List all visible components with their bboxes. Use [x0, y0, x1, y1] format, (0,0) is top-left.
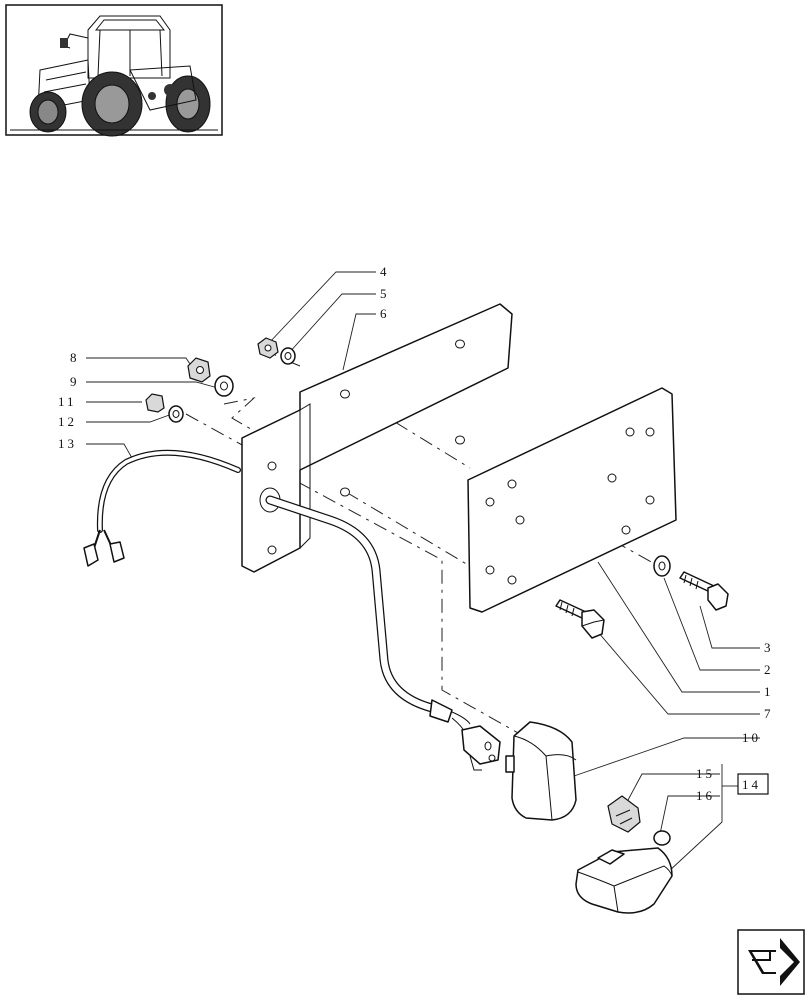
wiring-harness [83, 449, 501, 771]
washer-5 [280, 347, 296, 365]
lens-cover [575, 847, 673, 914]
callout-1: 1 [764, 684, 774, 699]
callout-8: 8 [70, 350, 80, 365]
washer-12 [168, 405, 184, 423]
tractor-icon [10, 15, 218, 137]
callout-6: 6 [380, 306, 390, 321]
tractor-thumbnail [5, 4, 223, 137]
fasteners-top [145, 337, 296, 423]
nut-11 [145, 393, 165, 413]
callout-3: 3 [764, 640, 774, 655]
callout-14-box: 14 [737, 773, 769, 795]
callout-10: 10 [742, 730, 761, 745]
callout-16: 16 [696, 788, 715, 803]
nut-4 [257, 337, 279, 359]
license-plate [467, 387, 677, 613]
callout-7: 7 [764, 706, 774, 721]
nut-8 [187, 357, 211, 383]
callout-14: 14 [742, 777, 761, 792]
callout-15: 15 [696, 766, 715, 781]
washer-2 [653, 555, 671, 577]
bolt-3 [679, 571, 729, 611]
next-page-arrow-icon [748, 938, 800, 986]
bulb-16 [653, 830, 671, 846]
callout-2: 2 [764, 662, 774, 677]
callout-13: 13 [58, 436, 77, 451]
callout-12: 12 [58, 414, 77, 429]
callout-5: 5 [380, 286, 390, 301]
callout-4: 4 [380, 264, 390, 279]
callout-labels: 4 5 6 8 9 11 12 13 3 2 1 7 10 15 16 14 [58, 264, 774, 803]
plate-lamp [505, 721, 577, 821]
callout-11: 11 [58, 394, 77, 409]
next-page-button[interactable] [737, 929, 805, 995]
callout-9: 9 [70, 374, 80, 389]
bulb-holder-15 [607, 795, 641, 833]
washer-9 [214, 375, 234, 397]
bolt-7 [555, 599, 605, 639]
